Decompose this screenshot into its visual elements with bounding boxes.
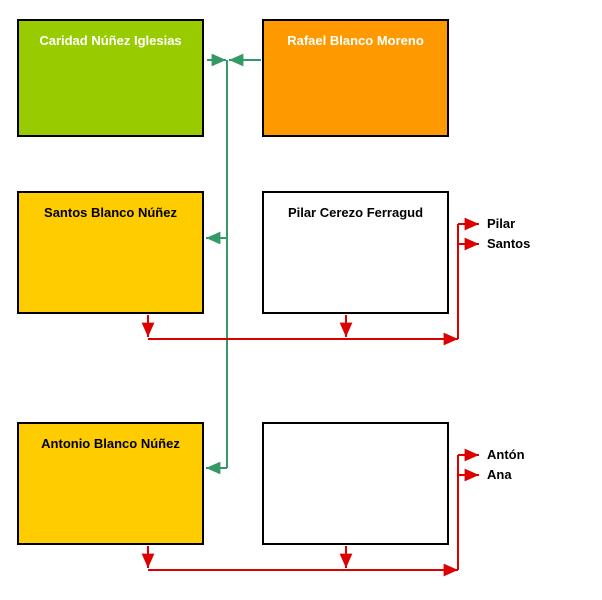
person-box-pilar: Pilar Cerezo Ferragud	[262, 191, 449, 314]
child-name-ana: Ana	[487, 467, 512, 482]
person-box-santos: Santos Blanco Núñez	[17, 191, 204, 314]
family-connector-santos-pilar	[141, 217, 479, 346]
child-name-anton: Antón	[487, 447, 525, 462]
parent-child-connector-green	[206, 60, 228, 475]
person-box-unknown-spouse	[262, 422, 449, 545]
person-box-antonio: Antonio Blanco Núñez	[17, 422, 204, 545]
person-name-rafael: Rafael Blanco Moreno	[287, 33, 424, 48]
child-name-pilar: Pilar	[487, 216, 516, 231]
person-name-caridad: Caridad Núñez Iglesias	[39, 33, 182, 48]
person-box-caridad: Caridad Núñez Iglesias	[17, 19, 204, 137]
person-name-pilar: Pilar Cerezo Ferragud	[287, 205, 424, 220]
family-connector-antonio	[141, 448, 479, 577]
person-name-santos: Santos Blanco Núñez	[44, 205, 177, 220]
child-name-santos: Santos	[487, 236, 531, 251]
person-box-rafael: Rafael Blanco Moreno	[262, 19, 449, 137]
person-name-antonio: Antonio Blanco Núñez	[41, 436, 180, 451]
